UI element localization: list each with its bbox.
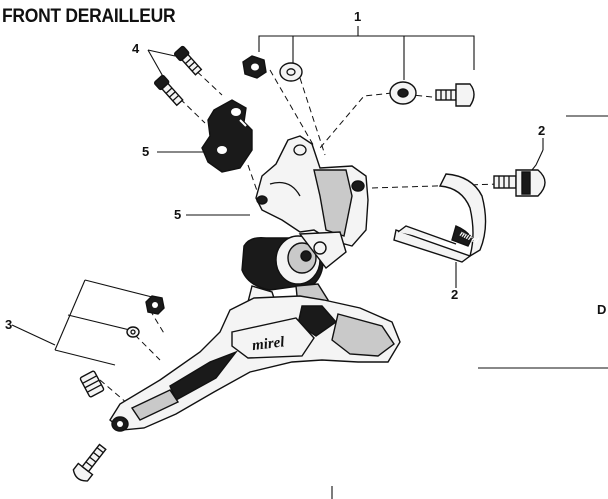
callout-5-leaders — [157, 151, 250, 216]
washer-2 — [389, 81, 417, 105]
bolt-lower — [153, 74, 184, 107]
cage-spacer — [79, 370, 105, 398]
callout-2-upper: 2 — [538, 123, 546, 138]
brand-mark: mirel — [251, 334, 286, 354]
clamp-plate-block — [201, 99, 253, 173]
callout-4: 4 — [132, 41, 140, 56]
edge-letter: D — [597, 302, 607, 317]
callout-3-bracket — [11, 279, 153, 366]
hex-bolt-1 — [435, 83, 475, 107]
hex-nut-1 — [242, 55, 267, 79]
assembly-lines — [99, 64, 499, 411]
diagram-title: FRONT DERAILLEUR — [2, 6, 176, 27]
derailleur-cage — [109, 295, 401, 432]
callout-1-bracket — [258, 26, 475, 80]
clamp-bolt — [493, 169, 546, 197]
callout-2-leaders — [455, 138, 544, 288]
cage-washer — [126, 326, 140, 338]
mounting-bracket — [255, 135, 369, 247]
washer-1 — [279, 62, 303, 82]
callout-1: 1 — [354, 9, 362, 24]
band-clamp — [393, 173, 487, 263]
pivot-body — [241, 231, 347, 291]
callout-5-lower: 5 — [174, 207, 182, 222]
bolt-upper — [173, 45, 203, 76]
callout-3: 3 — [5, 317, 13, 332]
cage-screw — [72, 443, 107, 482]
callout-5-upper: 5 — [142, 144, 150, 159]
cage-nut — [145, 295, 165, 315]
callout-2-lower: 2 — [451, 287, 459, 302]
